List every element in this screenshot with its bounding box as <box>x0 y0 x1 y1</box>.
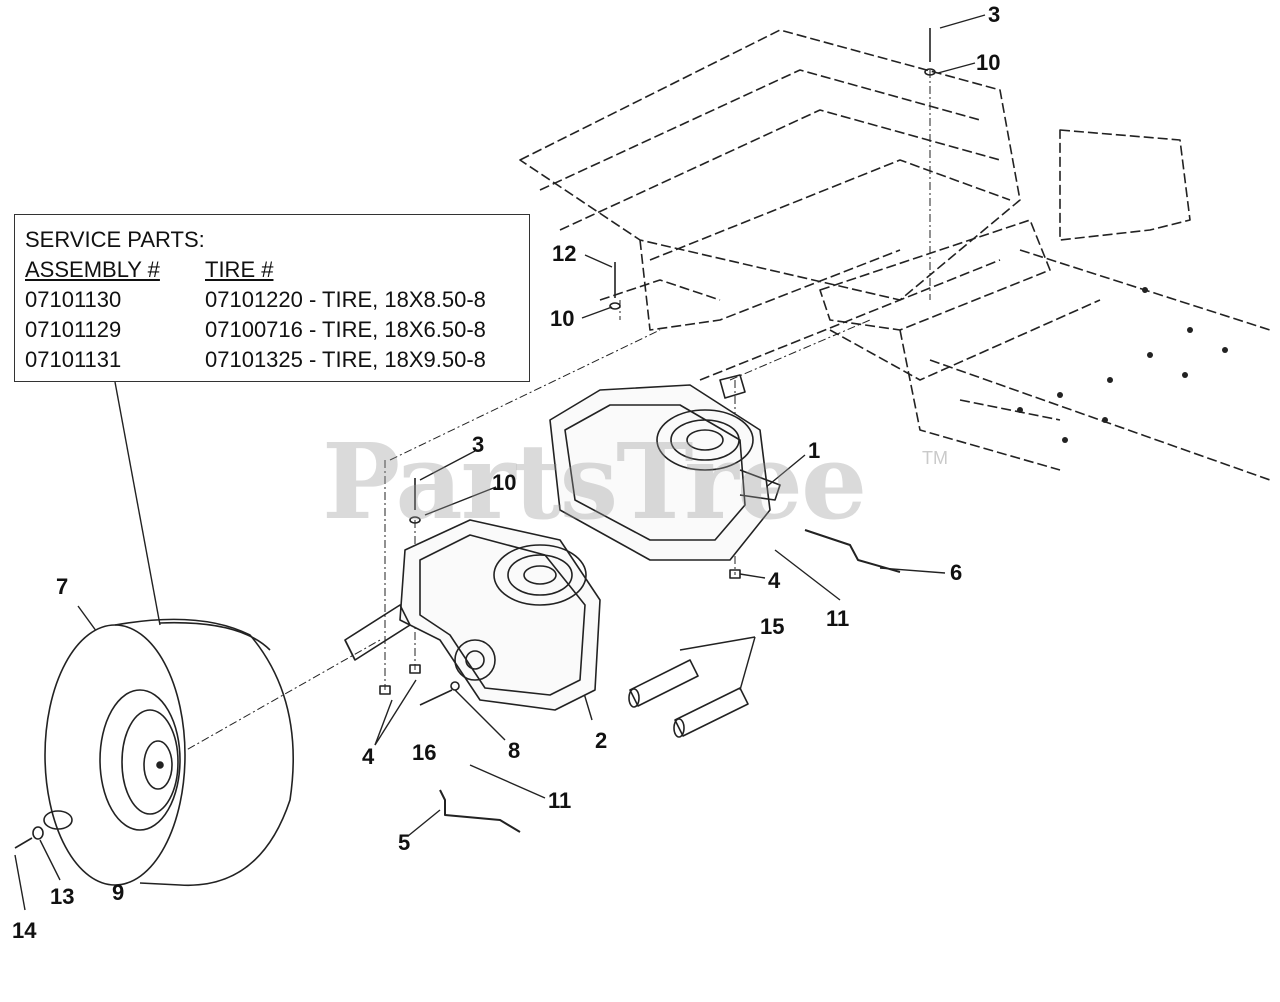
service-parts-title: SERVICE PARTS: <box>25 227 205 252</box>
frame-hardware <box>1017 287 1228 443</box>
assembly-number: 07101129 <box>25 317 122 342</box>
callout-8[interactable]: 8 <box>508 738 521 763</box>
watermark: PartsTree <box>322 420 867 543</box>
tire-header: TIRE # <box>205 257 274 282</box>
callout-11-left[interactable]: 11 <box>548 788 572 813</box>
service-parts-row: 07101131 07101325 - TIRE, 18X9.50-8 <box>25 345 519 375</box>
callout-15[interactable]: 15 <box>760 614 785 639</box>
callout-10-frame[interactable]: 10 <box>550 306 575 331</box>
callout-10-mid[interactable]: 10 <box>492 470 517 495</box>
control-rods <box>439 529 901 833</box>
callout-10-top[interactable]: 10 <box>976 50 1001 75</box>
assembly-header: ASSEMBLY # <box>25 257 160 282</box>
pin-rollers <box>628 659 749 738</box>
callout-13[interactable]: 13 <box>50 884 75 909</box>
trademark-mark: TM <box>922 448 948 468</box>
callout-3-top[interactable]: 3 <box>988 2 1001 27</box>
right-transaxle <box>549 374 781 561</box>
callout-4-left[interactable]: 4 <box>362 744 375 769</box>
tire-number: 07100716 - TIRE, 18X6.50-8 <box>205 317 486 342</box>
mower-frame <box>519 29 1271 481</box>
service-parts-box: SERVICE PARTS: ASSEMBLY # TIRE # 0710113… <box>14 214 530 382</box>
callout-1[interactable]: 1 <box>808 438 821 463</box>
tire-number: 07101325 - TIRE, 18X9.50-8 <box>205 347 486 372</box>
callout-16[interactable]: 16 <box>412 740 437 765</box>
callout-12[interactable]: 12 <box>552 241 577 266</box>
callout-7[interactable]: 7 <box>56 574 69 599</box>
left-transaxle <box>344 519 601 711</box>
fasteners <box>14 28 936 849</box>
callout-6[interactable]: 6 <box>950 560 963 585</box>
leader-lines <box>14 14 986 911</box>
callout-5[interactable]: 5 <box>398 830 411 855</box>
assembly-number: 07101131 <box>25 347 122 372</box>
service-parts-header-row: ASSEMBLY # TIRE # <box>25 255 519 285</box>
service-parts-row: 07101129 07100716 - TIRE, 18X6.50-8 <box>25 315 519 345</box>
service-parts-row: 07101130 07101220 - TIRE, 18X8.50-8 <box>25 285 519 315</box>
assembly-number: 07101130 <box>25 287 122 312</box>
rear-tire <box>44 618 295 887</box>
callout-4-right[interactable]: 4 <box>768 568 781 593</box>
callout-14[interactable]: 14 <box>12 918 37 943</box>
callout-3-mid[interactable]: 3 <box>472 432 485 457</box>
tire-number: 07101220 - TIRE, 18X8.50-8 <box>205 287 486 312</box>
callout-9[interactable]: 9 <box>112 880 125 905</box>
callout-11-right[interactable]: 11 <box>826 606 850 631</box>
callout-2[interactable]: 2 <box>595 728 608 753</box>
